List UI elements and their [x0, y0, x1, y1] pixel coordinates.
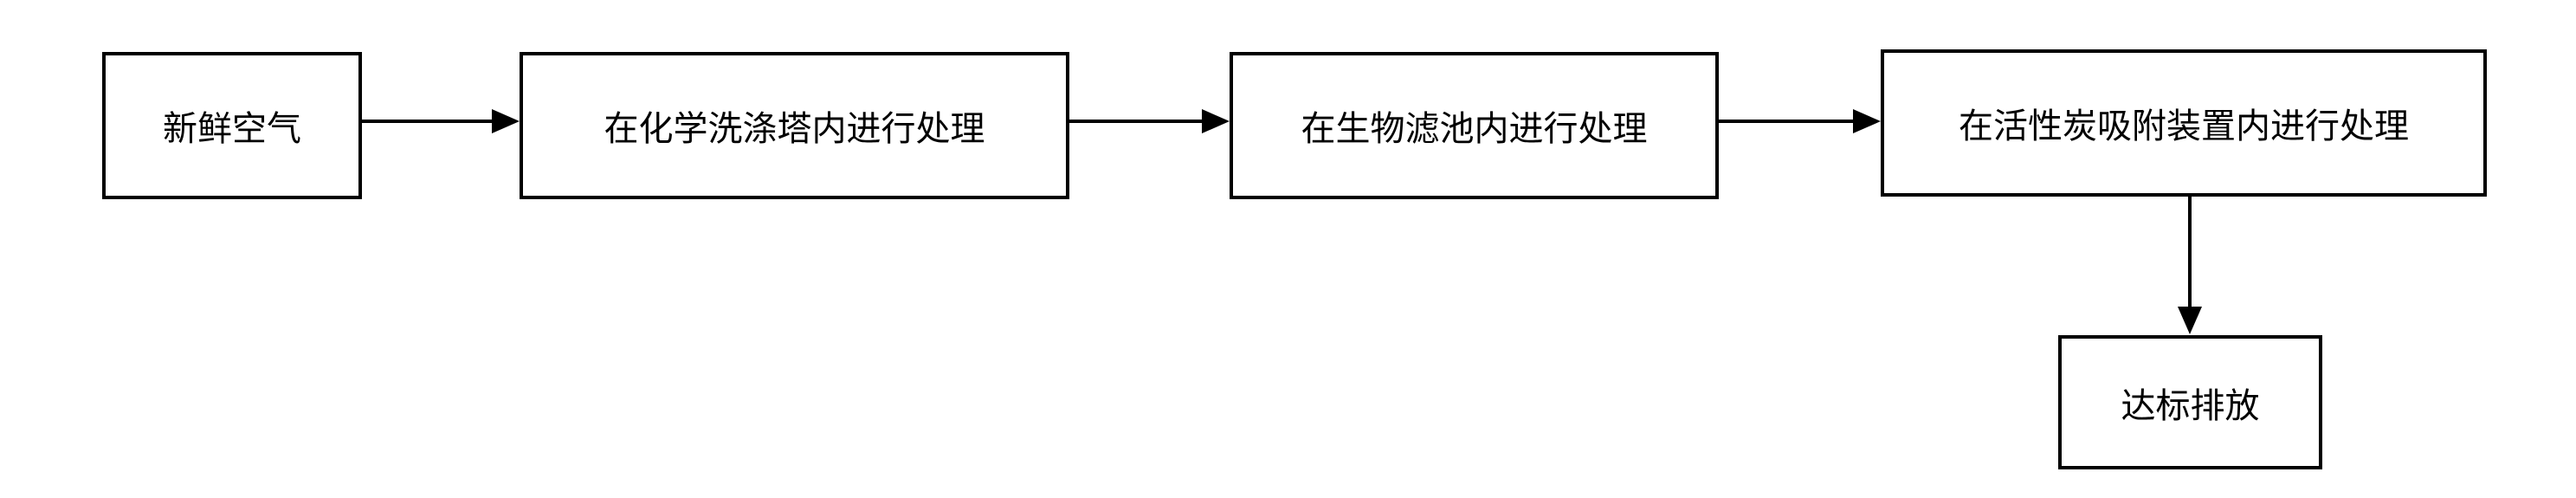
- node-discharge-label: 达标排放: [2121, 385, 2260, 426]
- arrow-carbon-to-discharge: [2178, 197, 2202, 334]
- node-discharge: 达标排放: [2058, 335, 2322, 469]
- node-activated-carbon-label: 在活性炭吸附装置内进行处理: [1959, 107, 2409, 146]
- node-biofilter-label: 在生物滤池内进行处理: [1301, 109, 1648, 149]
- node-biofilter: 在生物滤池内进行处理: [1230, 52, 1719, 199]
- node-chemical-scrubber-label: 在化学洗涤塔内进行处理: [604, 109, 985, 149]
- node-activated-carbon: 在活性炭吸附装置内进行处理: [1881, 49, 2487, 197]
- node-chemical-scrubber: 在化学洗涤塔内进行处理: [520, 52, 1069, 199]
- arrow-fresh-air-to-chem: [362, 109, 520, 133]
- arrow-chem-to-bio: [1069, 109, 1230, 133]
- arrow-bio-to-carbon: [1719, 109, 1881, 133]
- node-fresh-air: 新鲜空气: [102, 52, 362, 199]
- node-fresh-air-label: 新鲜空气: [163, 109, 301, 149]
